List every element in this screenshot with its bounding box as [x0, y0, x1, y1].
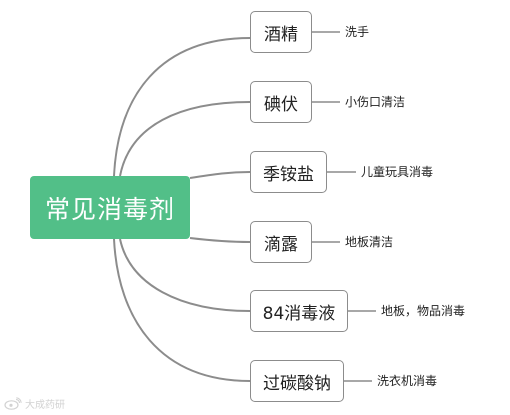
- note-floor-object-disinfection: 地板，物品消毒: [381, 304, 466, 318]
- branch-node-sodium-percarbonate[interactable]: 过碳酸钠: [250, 360, 344, 402]
- note-washing-machine: 洗衣机消毒: [377, 374, 438, 388]
- watermark-text: 大成药研: [25, 399, 65, 411]
- connector-6: [113, 238, 251, 382]
- connector-1: [113, 37, 251, 177]
- branch-node-iodophor[interactable]: 碘伏: [250, 81, 312, 123]
- branch-node-84-disinfectant[interactable]: 84消毒液: [250, 290, 348, 332]
- note-wound-cleaning: 小伤口清洁: [345, 95, 406, 109]
- connector-5: [119, 238, 251, 312]
- branch-node-alcohol[interactable]: 酒精: [250, 11, 312, 53]
- root-node[interactable]: 常见消毒剂: [30, 176, 190, 239]
- connector-2: [119, 101, 251, 177]
- note-toy-disinfection: 儿童玩具消毒: [361, 165, 434, 179]
- branch-node-dettol[interactable]: 滴露: [250, 221, 312, 263]
- connector-4: [189, 237, 251, 243]
- branch-node-quaternary-ammonium[interactable]: 季铵盐: [250, 151, 327, 193]
- weibo-logo-icon: [4, 396, 22, 410]
- connector-3: [189, 171, 251, 179]
- watermark: 大成药研: [4, 396, 65, 411]
- note-hand-washing: 洗手: [345, 25, 370, 39]
- note-floor-cleaning: 地板清洁: [345, 235, 394, 249]
